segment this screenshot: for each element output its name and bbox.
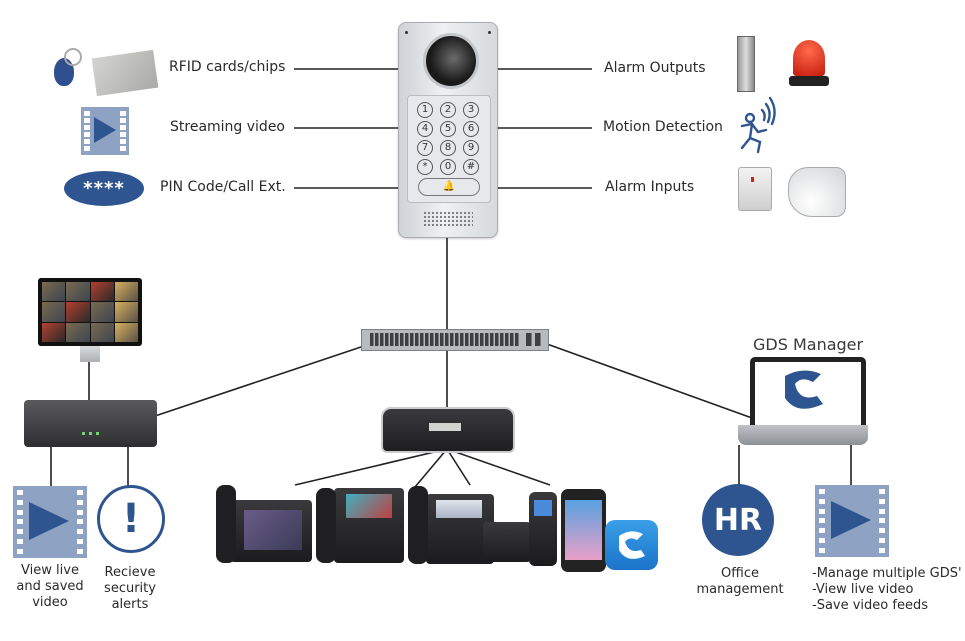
exclamation-mark: ! bbox=[121, 496, 141, 542]
nvr-device bbox=[24, 400, 157, 447]
caption-security-alerts: Recieve security alerts bbox=[88, 565, 172, 613]
caption-line: security bbox=[104, 581, 156, 596]
softphone-app-icon bbox=[605, 520, 658, 570]
bell-icon: 🔔 bbox=[442, 181, 456, 192]
line-pbx-phone1 bbox=[294, 448, 448, 486]
dect-handset bbox=[529, 492, 557, 566]
rfid-ring bbox=[64, 48, 82, 66]
play-icon bbox=[831, 501, 871, 539]
switch-ports bbox=[370, 333, 520, 346]
key-star: * bbox=[417, 159, 433, 175]
line-pbx-phone2 bbox=[414, 448, 448, 488]
color-ip-phone bbox=[334, 488, 404, 563]
key-2: 2 bbox=[440, 102, 456, 118]
smartphone bbox=[561, 489, 606, 572]
door-intercom-device: 1 2 3 4 5 6 7 8 9 * 0 # 🔔 bbox=[398, 22, 498, 238]
caption-office-management: Office management bbox=[690, 566, 790, 598]
caption-line: management bbox=[696, 582, 784, 597]
handset-icon bbox=[216, 485, 236, 563]
alarm-input-icon bbox=[738, 167, 848, 217]
key-4: 4 bbox=[417, 121, 433, 137]
line-pbx-dect bbox=[446, 448, 551, 486]
caption-line: -Manage multiple GDS' bbox=[812, 566, 962, 581]
laptop-screen bbox=[750, 357, 866, 435]
caption-line: video bbox=[32, 595, 68, 610]
label-rfid: RFID cards/chips bbox=[169, 59, 286, 75]
speaker-grill bbox=[423, 211, 473, 227]
caption-manager-features: -Manage multiple GDS' -View live video -… bbox=[812, 566, 962, 614]
manager-video-icon bbox=[815, 485, 889, 557]
key-1: 1 bbox=[417, 102, 433, 118]
caption-view-video: View live and saved video bbox=[8, 563, 92, 611]
pir-sensor-icon bbox=[738, 167, 772, 211]
nvr-leds bbox=[82, 432, 102, 435]
line-pbx-phone3 bbox=[446, 448, 471, 486]
rfid-card-icon bbox=[52, 48, 159, 97]
label-motion-detection: Motion Detection bbox=[603, 119, 723, 135]
video-ip-phone bbox=[230, 500, 312, 562]
keypad: 1 2 3 4 5 6 7 8 9 * 0 # 🔔 bbox=[407, 95, 491, 203]
key-hash: # bbox=[463, 159, 479, 175]
bell-button: 🔔 bbox=[418, 178, 480, 196]
pin-code-icon: **** bbox=[64, 171, 144, 206]
label-streaming-video: Streaming video bbox=[170, 119, 285, 135]
line-switch-nvr bbox=[154, 346, 362, 417]
play-icon bbox=[94, 117, 116, 143]
hr-text: HR bbox=[713, 502, 763, 538]
label-pin-code: PIN Code/Call Ext. bbox=[160, 179, 286, 195]
pbx-lcd bbox=[429, 423, 461, 431]
key-0: 0 bbox=[440, 159, 456, 175]
key-3: 3 bbox=[463, 102, 479, 118]
label-alarm-outputs: Alarm Outputs bbox=[604, 60, 706, 76]
motion-detection-icon bbox=[740, 96, 776, 154]
label-alarm-inputs: Alarm Inputs bbox=[605, 179, 695, 195]
key-8: 8 bbox=[440, 140, 456, 156]
line-switch-laptop bbox=[546, 343, 753, 419]
hr-icon: HR bbox=[702, 484, 774, 556]
caption-line: alerts bbox=[111, 597, 149, 612]
dect-base-station bbox=[483, 522, 531, 562]
streaming-video-icon bbox=[81, 107, 129, 155]
motion-sensor-icon bbox=[788, 167, 846, 217]
key-6: 6 bbox=[463, 121, 479, 137]
monitor-stand bbox=[80, 346, 100, 362]
key-5: 5 bbox=[440, 121, 456, 137]
pin-stars: **** bbox=[83, 178, 125, 199]
caption-line: Office bbox=[721, 566, 759, 581]
caption-line: -View live video bbox=[812, 582, 914, 597]
camera-grid bbox=[42, 282, 138, 342]
ip-phone bbox=[426, 494, 494, 564]
caption-line: View live bbox=[21, 563, 79, 578]
alert-icon: ! bbox=[97, 485, 165, 553]
grandstream-logo-icon bbox=[785, 370, 823, 409]
handset-icon bbox=[316, 488, 336, 563]
ip-pbx-device bbox=[381, 407, 515, 453]
key-7: 7 bbox=[417, 140, 433, 156]
network-switch bbox=[361, 329, 549, 351]
caption-line: and saved bbox=[16, 579, 84, 594]
caption-line: -Save video feeds bbox=[812, 598, 928, 613]
alarm-output-icon bbox=[737, 36, 833, 92]
siren-icon bbox=[793, 40, 825, 76]
door-strike-icon bbox=[737, 36, 755, 92]
handset-icon bbox=[408, 486, 428, 564]
laptop-keyboard bbox=[738, 425, 868, 445]
camera-lens bbox=[423, 33, 479, 89]
key-9: 9 bbox=[463, 140, 479, 156]
gds-manager-title: GDS Manager bbox=[753, 335, 864, 354]
nvr-video-icon bbox=[13, 486, 87, 558]
play-icon bbox=[29, 502, 69, 540]
monitor bbox=[38, 278, 142, 346]
caption-line: Recieve bbox=[104, 565, 156, 580]
